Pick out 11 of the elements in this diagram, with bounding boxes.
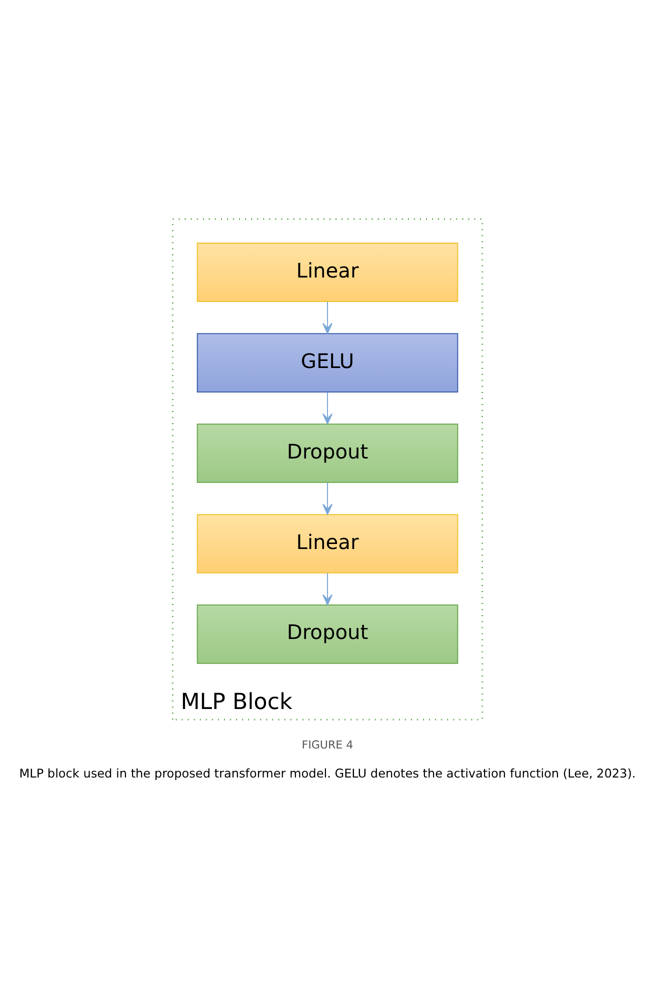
arrow bbox=[322, 392, 333, 424]
node-box: Linear bbox=[196, 514, 458, 574]
label: FIGURE 4 bbox=[302, 738, 354, 752]
caption: MLP block used in the proposed transformer model. GELU denotes the activation function (Lee, 2023). bbox=[19, 766, 636, 781]
node-box: GELU bbox=[196, 333, 458, 392]
node-box: Dropout bbox=[196, 604, 458, 664]
arrow bbox=[322, 573, 333, 606]
node-box: Linear bbox=[196, 242, 458, 302]
node-box: Dropout bbox=[196, 424, 458, 483]
arrow bbox=[322, 302, 333, 334]
arrow bbox=[322, 482, 333, 515]
